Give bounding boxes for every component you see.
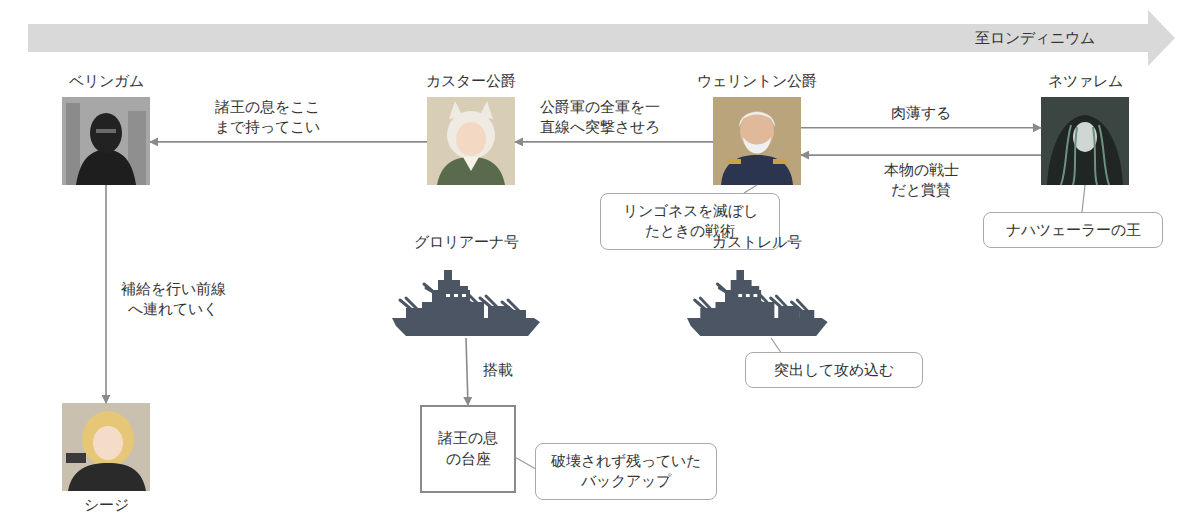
edge-label: 諸王の息をここまで持ってこい: [212, 98, 322, 137]
relation-arrow: [801, 127, 1041, 129]
node-text: ナハツェーラーの王: [1006, 220, 1141, 240]
edge-label: 補給を行い前線へ連れていく: [118, 280, 228, 319]
relation-arrow: [150, 141, 427, 143]
node-text: 諸王の息の台座: [437, 428, 500, 470]
name-heading: ウェリントン公爵: [697, 71, 817, 91]
name-heading: ベリンガム: [69, 71, 144, 91]
edge-label: 公爵軍の全軍を一直線へ突撃させろ: [538, 98, 662, 137]
ship-figure: ガストレル号: [687, 258, 827, 338]
relation-arrow: [105, 185, 107, 403]
edge-label: 搭載: [478, 361, 518, 381]
callout-bubble: 突出して攻め込む: [745, 352, 923, 388]
callout-leader: [744, 185, 757, 193]
name-heading: ガストレル号: [712, 232, 802, 252]
node-text: 突出して攻め込む: [774, 360, 894, 380]
node-text: 破壊されず残っていたバックアップ: [550, 451, 703, 492]
character-portrait: ベリンガム: [62, 97, 150, 185]
name-heading: シージ: [84, 495, 129, 515]
name-heading: グロリアーナ号: [414, 232, 519, 252]
name-heading: ネツァレム: [1048, 71, 1123, 91]
name-heading: カスター公爵: [426, 71, 516, 91]
character-portrait: カスター公爵: [427, 97, 515, 185]
callout-bubble: 破壊されず残っていたバックアップ: [535, 443, 717, 500]
relation-arrow: [801, 154, 1041, 156]
edge-label: 肉薄する: [861, 104, 981, 124]
callout-leader: [771, 338, 781, 352]
character-portrait: ネツァレム: [1041, 97, 1129, 185]
callout-leader: [516, 458, 535, 469]
relation-arrow: [515, 141, 713, 143]
callout-leader: [1082, 185, 1085, 212]
edge-label: 本物の戦士だと賞賛: [880, 161, 962, 200]
character-portrait: シージ: [62, 403, 150, 491]
direction-label: 至ロンディニウム: [975, 28, 1095, 48]
ship-figure: グロリアーナ号: [392, 258, 540, 338]
pedestal-box: 諸王の息の台座: [420, 405, 516, 493]
relation-arrow: [466, 338, 468, 405]
character-portrait: ウェリントン公爵: [713, 97, 801, 185]
callout-bubble: ナハツェーラーの王: [983, 212, 1163, 248]
